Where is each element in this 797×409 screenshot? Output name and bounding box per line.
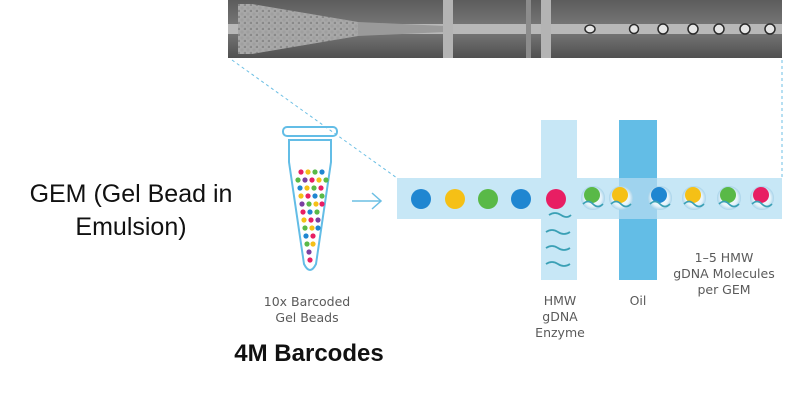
enzyme-label-line-3: Enzyme [535, 325, 585, 340]
enzyme-label-line-1: HMW [543, 293, 577, 308]
barcodes-label: 4M Barcodes [234, 340, 384, 367]
gem-title-line-2: Emulsion) [75, 213, 187, 241]
gem-title-line-1: GEM (Gel Bead in [29, 180, 233, 208]
gem-title: GEM (Gel Bead in Emulsion) [0, 178, 262, 244]
tube-label-line-2: Gel Beads [275, 310, 339, 325]
gel-beads-row [411, 186, 774, 210]
micrograph-image [228, 0, 782, 58]
right-arrow-icon [352, 192, 383, 210]
output-label-line-1: 1–5 HMW [694, 250, 754, 265]
output-label-line-2: gDNA Molecules [673, 266, 775, 281]
tube-label-line-1: 10x Barcoded [263, 294, 351, 309]
enzyme-label-line-2: gDNA [542, 309, 578, 324]
zoom-line-left [231, 59, 398, 179]
output-label-line-3: per GEM [697, 282, 751, 297]
tube-label: 10x Barcoded Gel Beads [252, 294, 362, 326]
enzyme-channel-label: HMW gDNA Enzyme [520, 293, 600, 341]
oil-channel-label: Oil [629, 293, 647, 308]
tube-icon [282, 126, 338, 271]
output-label: 1–5 HMW gDNA Molecules per GEM [666, 250, 782, 298]
